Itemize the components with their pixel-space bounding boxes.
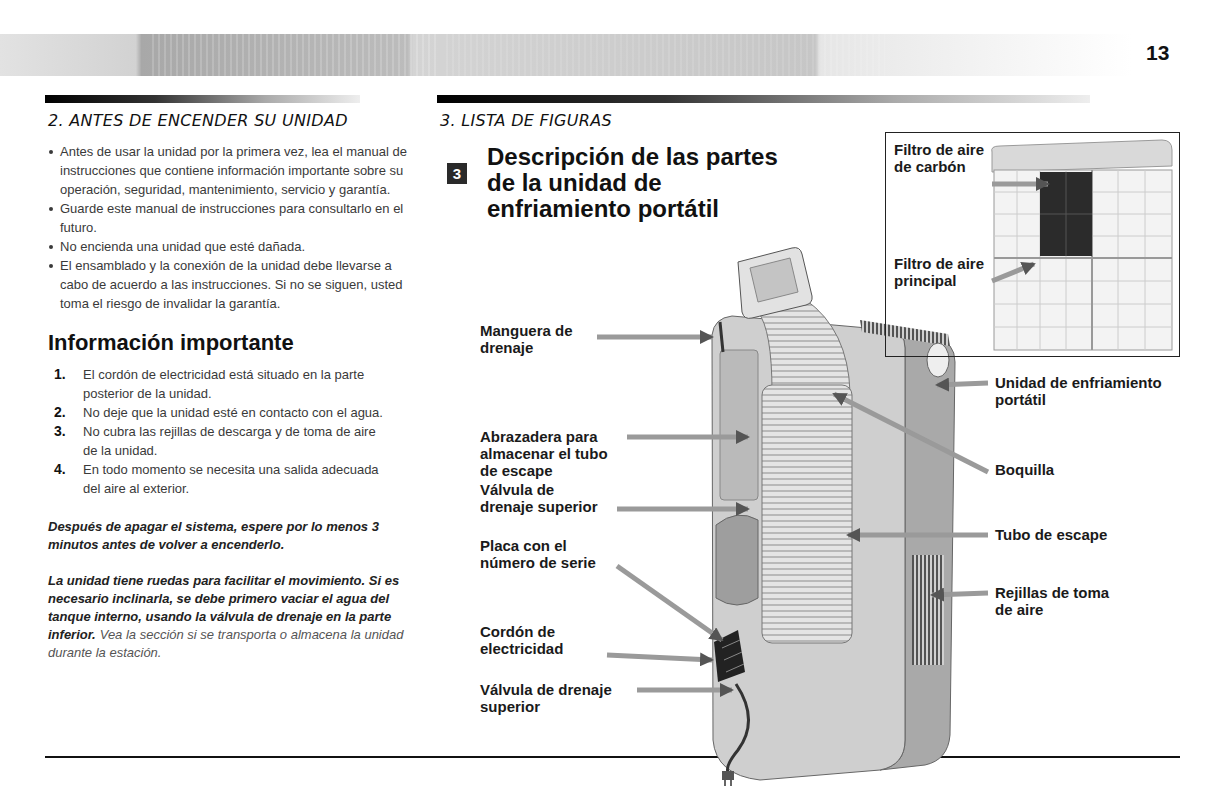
exhaust-tube (762, 385, 852, 643)
part-label: Abrazadera para almacenar el tubo de esc… (480, 428, 620, 479)
banner-texture (445, 34, 885, 76)
power-cord (727, 684, 748, 772)
filter-inset-box: Filtro de aire de carbónFiltro de aire p… (885, 132, 1180, 357)
numbered-item: 4.En todo momento se necesita una salida… (48, 460, 416, 498)
side-port (927, 343, 949, 377)
leader-line (992, 264, 1034, 281)
top-grille (860, 320, 950, 346)
top-banner (0, 34, 1132, 76)
bullet-dot (49, 264, 53, 268)
leader-line (597, 335, 712, 340)
bottom-rule (45, 756, 1180, 758)
nozzle (738, 248, 812, 319)
bullet-text: Antes de usar la unidad por la primera v… (60, 144, 407, 197)
inset-ground (886, 133, 1179, 356)
item-number: 4. (48, 460, 83, 498)
bullet-text: El ensamblado y la conexión de la unidad… (60, 258, 403, 311)
banner-band (0, 34, 1132, 76)
filter-grid-lines (994, 170, 1172, 350)
subheading: Información importante (48, 329, 416, 357)
bullet-text: Guarde este manual de instrucciones para… (60, 201, 403, 235)
bullet-item: Antes de usar la unidad por la primera v… (48, 142, 416, 199)
bullet-dot (49, 245, 53, 249)
filter-grid (994, 170, 1172, 350)
nozzle-opening (750, 258, 798, 302)
filter-label: Filtro de aire principal (894, 255, 986, 289)
header-bar (437, 95, 1090, 103)
part-label: Boquilla (995, 461, 1165, 478)
serial-plate-marks (722, 640, 744, 672)
numbered-item: 2.No deje que la unidad esté en contacto… (48, 403, 416, 422)
portable-cooler-illustration (712, 248, 955, 786)
item-text: En todo momento se necesita una salida a… (83, 460, 383, 498)
part-label: Válvula de drenaje superior (480, 481, 610, 515)
part-label: Cordón de electricidad (480, 623, 600, 657)
hose-neck (758, 300, 850, 392)
bullet-text: No encienda una unidad que esté dañada. (60, 239, 305, 254)
note: Después de apagar el sistema, espere por… (48, 518, 416, 554)
plug-prongs (725, 780, 731, 786)
leader-line (637, 688, 732, 693)
item-text: El cordón de electricidad está situado e… (83, 365, 383, 403)
item-number: 3. (48, 422, 83, 460)
figure-title: Descripción de las partes de la unidad d… (487, 144, 799, 222)
leader-line (937, 383, 988, 385)
filter-illustration (886, 133, 1179, 356)
numbered-item: 3.No cubra las rejillas de descarga y de… (48, 422, 416, 460)
plug (722, 771, 734, 780)
carbon-filter-line (1040, 214, 1092, 215)
bullet-item: Guarde este manual de instrucciones para… (48, 199, 416, 237)
item-number: 1. (48, 365, 83, 403)
page-number: 13 (1146, 41, 1169, 65)
callout-number-box: 3 (447, 163, 467, 184)
item-number: 2. (48, 403, 83, 422)
callout-number: 3 (453, 165, 461, 182)
leader-line (617, 507, 748, 512)
note-light: Vea la sección si se transporta o almace… (48, 627, 403, 660)
banner-texture (150, 34, 440, 76)
bullet-item: El ensamblado y la conexión de la unidad… (48, 256, 416, 313)
leader-line (627, 435, 748, 440)
storage-clip-recess (720, 350, 758, 500)
text-column: Antes de usar la unidad por la primera v… (48, 142, 416, 662)
item-text: No deje que la unidad esté en contacto c… (83, 403, 383, 422)
part-label: Manguera de drenaje (480, 322, 590, 356)
section-heading: 3. LISTA DE FIGURAS (440, 111, 612, 130)
header-bar (45, 95, 360, 103)
bullet-dot (49, 150, 53, 154)
leader-lines (597, 184, 1048, 690)
leader-line (932, 593, 988, 595)
part-label: Rejillas de toma de aire (995, 584, 1120, 618)
filter-frame-top (992, 140, 1172, 172)
part-label: Válvula de drenaje superior (480, 681, 630, 715)
leader-line (992, 182, 1048, 187)
unit-front-face (712, 316, 905, 780)
leader-line (834, 394, 988, 472)
section-heading: 2. ANTES DE ENCENDER SU UNIDAD (48, 111, 348, 130)
filter-divider (994, 257, 1172, 259)
leader-line (848, 533, 988, 538)
item-text: No cubra las rejillas de descarga y de t… (83, 422, 383, 460)
leader-line (607, 655, 712, 660)
filter-label: Filtro de aire de carbón (894, 141, 986, 175)
numbered-item: 1.El cordón de electricidad está situado… (48, 365, 416, 403)
intake-grille (912, 555, 944, 665)
leader-line (617, 566, 722, 640)
part-label: Placa con el número de serie (480, 537, 610, 571)
drain-cup (716, 515, 758, 605)
part-label: Unidad de enfriamiento portátil (995, 374, 1163, 408)
note: La unidad tiene ruedas para facilitar el… (48, 572, 416, 662)
drain-hose (720, 322, 723, 352)
part-label: Tubo de escape (995, 526, 1165, 543)
bullet-item: No encienda una unidad que esté dañada. (48, 237, 416, 256)
bullet-dot (49, 207, 53, 211)
